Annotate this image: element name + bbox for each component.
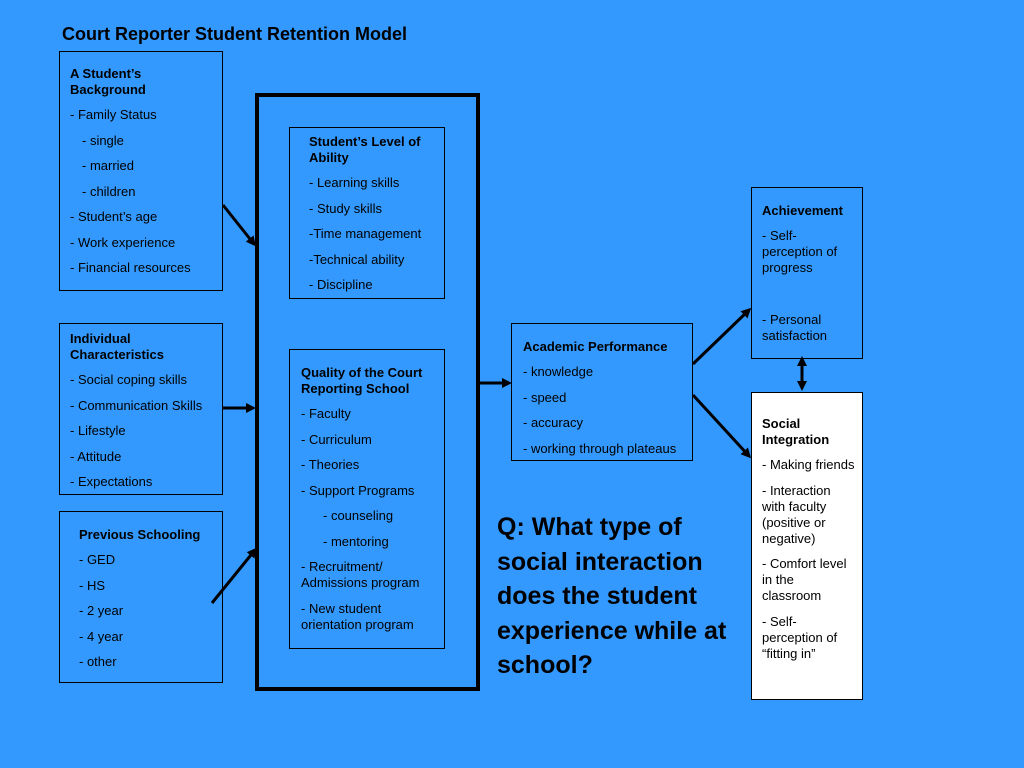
- list-item: - mentoring: [323, 533, 389, 549]
- school-quality-box: Quality of the Court Reporting School - …: [289, 349, 445, 649]
- list-item: - Student’s age: [70, 209, 158, 224]
- list-item: - working through plateaus: [523, 440, 677, 456]
- school-quality-heading: Quality of the Court Reporting School: [301, 365, 423, 396]
- list-item: - Recruitment/ Admissions program: [301, 559, 420, 590]
- slide-title: Court Reporter Student Retention Model: [62, 24, 407, 44]
- list-item: - accuracy: [523, 415, 583, 430]
- arrow-schooling-to-school: [210, 547, 257, 604]
- list-item: - Lifestyle: [70, 423, 126, 438]
- achievement-heading: Achievement: [762, 203, 843, 218]
- list-item: - married: [82, 158, 135, 173]
- list-item: - Work experience: [70, 234, 176, 250]
- previous-schooling-heading: Previous Schooling: [79, 527, 201, 542]
- list-item: - Self-perception of progress: [762, 228, 838, 275]
- list-item: - Self-perception of “fitting in”: [762, 613, 838, 661]
- list-item: - Discipline: [309, 277, 373, 292]
- list-item: - Support Programs: [301, 482, 415, 498]
- list-item: - other: [79, 654, 117, 669]
- list-item: - HS: [79, 577, 105, 593]
- student-background-box: A Student’s Background - Family Status -…: [59, 51, 223, 291]
- level-of-ability-heading: Student’s Level of Ability: [309, 134, 421, 165]
- list-item: - Financial resources: [70, 260, 191, 275]
- list-item: - Study skills: [309, 200, 382, 216]
- list-item: - Attitude: [70, 448, 122, 464]
- list-item: - Making friends: [762, 457, 855, 472]
- question-text: Q: What type of social interaction does …: [497, 513, 727, 679]
- list-item: - knowledge: [523, 364, 594, 379]
- list-item: - GED: [79, 552, 116, 567]
- academic-performance-box: Academic Performance - knowledge - speed…: [511, 323, 693, 461]
- student-background-heading: A Student’s Background: [70, 66, 146, 97]
- list-item: - Social coping skills: [70, 372, 188, 387]
- list-item: - children: [82, 183, 136, 199]
- list-item: -Time management: [309, 226, 422, 241]
- list-item: - speed: [523, 389, 567, 405]
- individual-characteristics-box: Individual Characteristics - Social copi…: [59, 323, 223, 495]
- arrow-academic-to-social: [691, 393, 752, 459]
- academic-performance-heading: Academic Performance: [523, 339, 668, 354]
- school-factors-container: [255, 93, 480, 691]
- list-item: - Faculty: [301, 406, 351, 421]
- social-integration-heading: Social Integration: [762, 416, 830, 447]
- individual-characteristics-heading: Individual Characteristics: [70, 331, 164, 362]
- list-item: - 4 year: [79, 628, 124, 644]
- achievement-box: Achievement - Self-perception of progres…: [751, 187, 863, 359]
- list-item: - Personal satisfaction: [762, 311, 828, 343]
- list-item: - Communication Skills: [70, 397, 203, 413]
- list-item: - single: [82, 132, 124, 148]
- list-item: - 2 year: [79, 603, 124, 618]
- list-item: - New student orientation program: [301, 600, 414, 632]
- level-of-ability-box: Student’s Level of Ability - Learning sk…: [289, 127, 445, 299]
- list-item: - Expectations: [70, 474, 153, 489]
- list-item: - Curriculum: [301, 431, 372, 447]
- previous-schooling-box: Previous Schooling - GED - HS - 2 year -…: [59, 511, 223, 683]
- arrow-academic-to-achievement: [691, 307, 752, 366]
- list-item: - Theories: [301, 457, 360, 472]
- list-item: -Technical ability: [309, 251, 405, 267]
- list-item: - Family Status: [70, 107, 157, 122]
- list-item: - Learning skills: [309, 175, 400, 190]
- list-item: - Comfort level in the classroom: [762, 556, 847, 603]
- list-item: - Interaction with faculty (positive or …: [762, 482, 831, 546]
- list-item: - counseling: [323, 508, 394, 523]
- social-integration-box: Social Integration - Making friends - In…: [751, 392, 863, 700]
- arrow-background-to-school: [221, 204, 256, 247]
